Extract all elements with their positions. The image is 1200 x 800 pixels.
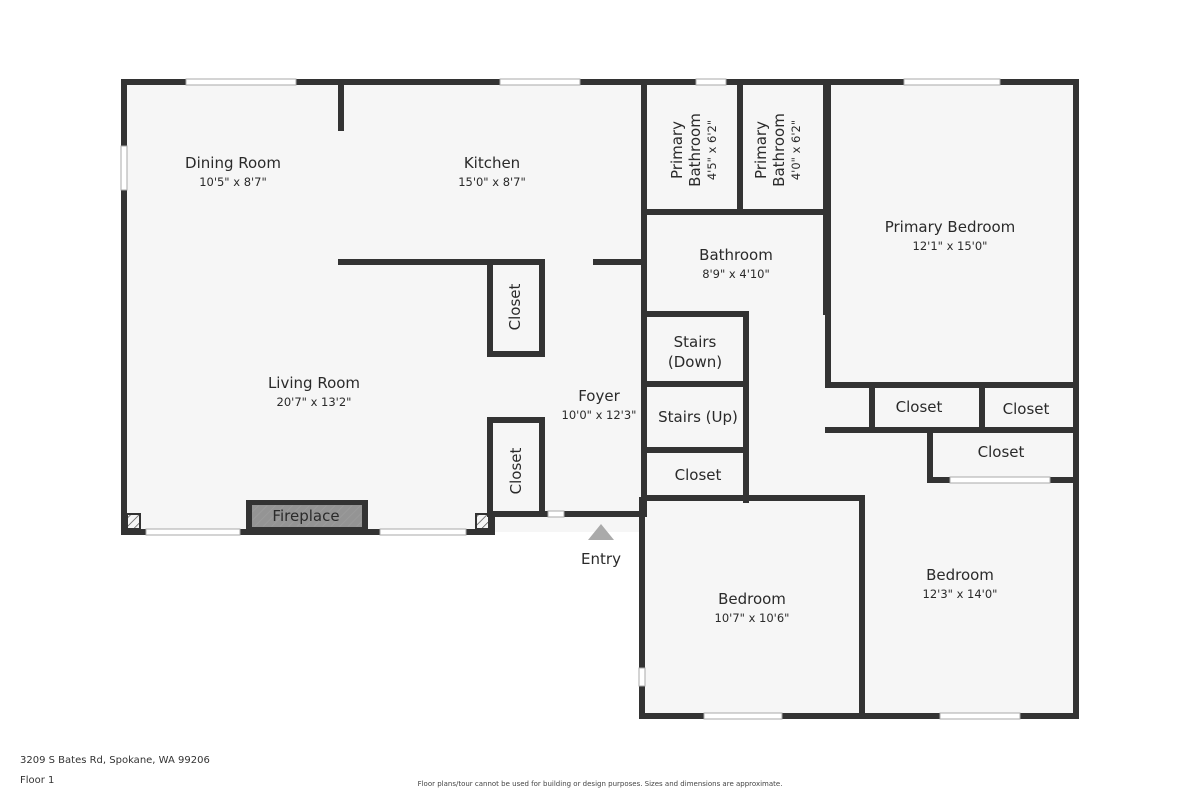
- dining-room-dim: 10'5" x 8'7": [199, 175, 267, 189]
- dining-room-name: Dining Room: [185, 154, 281, 172]
- primary-bath-2-name2: Bathroom: [770, 113, 788, 187]
- primary-bedroom-name: Primary Bedroom: [885, 218, 1016, 236]
- foyer-name: Foyer: [578, 387, 620, 405]
- primary-bath-1-dim: 4'5" x 6'2": [705, 120, 719, 180]
- closet-hall-2-label: Closet: [1003, 400, 1050, 418]
- closet-stairs-label: Closet: [675, 466, 722, 484]
- bathroom-dim: 8'9" x 4'10": [702, 267, 770, 281]
- kitchen-dim: 15'0" x 8'7": [458, 175, 526, 189]
- bedroom-1-name: Bedroom: [718, 590, 786, 608]
- kitchen-name: Kitchen: [464, 154, 520, 172]
- primary-bath-1-name2: Bathroom: [686, 113, 704, 187]
- disclaimer: Floor plans/tour cannot be used for buil…: [417, 780, 783, 788]
- entry-arrow-icon: [588, 524, 614, 540]
- living-room-dim: 20'7" x 13'2": [277, 395, 352, 409]
- foyer-dim: 10'0" x 12'3": [562, 408, 637, 422]
- bedroom-2-dim: 12'3" x 14'0": [923, 587, 998, 601]
- windows: [120, 78, 1051, 720]
- entry-label: Entry: [581, 550, 621, 568]
- stairs-up-label: Stairs (Up): [658, 408, 738, 426]
- fixture-labels: Closet Closet Stairs (Down) Stairs (Up) …: [272, 284, 1049, 568]
- closet-hall-1-label: Closet: [896, 398, 943, 416]
- stairs-down-label-2: (Down): [668, 353, 722, 371]
- fireplace-label: Fireplace: [272, 507, 339, 525]
- bathroom-name: Bathroom: [699, 246, 773, 264]
- stairs-down-label-1: Stairs: [674, 333, 717, 351]
- corner-columns: [126, 513, 490, 530]
- primary-bath-2-dim: 4'0" x 6'2": [789, 120, 803, 180]
- fireplace: [246, 500, 368, 530]
- primary-bedroom-dim: 12'1" x 15'0": [913, 239, 988, 253]
- living-room-name: Living Room: [268, 374, 360, 392]
- bedroom-2-name: Bedroom: [926, 566, 994, 584]
- bedroom-1-dim: 10'7" x 10'6": [715, 611, 790, 625]
- floor-label: Floor 1: [20, 775, 55, 786]
- closet-bedroom-label: Closet: [978, 443, 1025, 461]
- property-address: 3209 S Bates Rd, Spokane, WA 99206: [20, 755, 210, 766]
- closet-lower-label: Closet: [507, 448, 525, 495]
- closet-upper-label: Closet: [506, 284, 524, 331]
- room-labels: Dining Room 10'5" x 8'7" Kitchen 15'0" x…: [185, 113, 1015, 625]
- primary-bath-1-name1: Primary: [668, 121, 686, 179]
- primary-bath-2-name1: Primary: [752, 121, 770, 179]
- floor-fills: [124, 82, 1078, 716]
